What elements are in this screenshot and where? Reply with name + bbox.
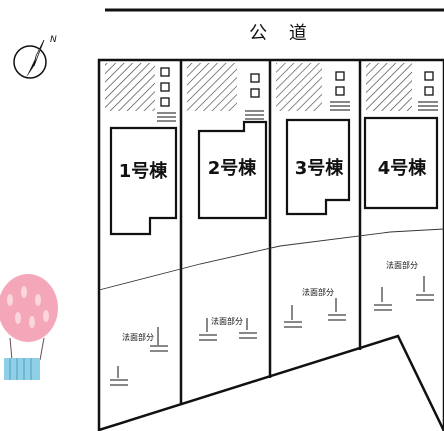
building-3 bbox=[285, 118, 351, 216]
building-1-label: 1号棟 bbox=[119, 160, 169, 182]
lot-2-slope-label: 法面部分 bbox=[211, 316, 243, 326]
building-1 bbox=[109, 126, 178, 236]
meter-box-icon bbox=[330, 71, 350, 111]
building-2-label: 2号棟 bbox=[208, 157, 258, 179]
north-letter: N bbox=[50, 35, 57, 45]
meter-box-icon bbox=[245, 73, 264, 120]
slope-hatch-icon bbox=[199, 318, 257, 341]
building-4 bbox=[363, 116, 439, 210]
parking-hatch-icon bbox=[105, 63, 155, 111]
lot-1-slope-label: 法面部分 bbox=[122, 332, 154, 342]
parking-hatch-icon bbox=[276, 63, 322, 111]
building-3-label: 3号棟 bbox=[295, 157, 345, 179]
slope-hatch-icon bbox=[110, 327, 168, 386]
meter-box-icon bbox=[157, 67, 176, 122]
slope-boundary-line bbox=[98, 228, 444, 291]
building-4-label: 4号棟 bbox=[378, 157, 428, 179]
lot-2: 2号棟 法面部分 bbox=[187, 63, 268, 341]
building-2 bbox=[197, 120, 268, 220]
meter-box-icon bbox=[418, 71, 438, 111]
north-arrow-icon: N bbox=[13, 35, 57, 79]
lot-4-slope-label: 法面部分 bbox=[386, 260, 418, 270]
road-label: 公 道 bbox=[249, 23, 315, 44]
slope-hatch-icon bbox=[374, 276, 434, 311]
site-boundary bbox=[97, 58, 444, 431]
hot-air-balloon-icon bbox=[0, 274, 58, 380]
parking-hatch-icon bbox=[366, 63, 412, 111]
lot-3-slope-label: 法面部分 bbox=[302, 287, 334, 297]
lot-3: 3号棟 法面部分 bbox=[276, 63, 351, 328]
lot-1: 1号棟 法面部分 bbox=[105, 63, 178, 386]
slope-hatch-icon bbox=[284, 298, 346, 328]
parking-hatch-icon bbox=[187, 63, 237, 111]
lot-4: 4号棟 法面部分 bbox=[363, 63, 439, 311]
